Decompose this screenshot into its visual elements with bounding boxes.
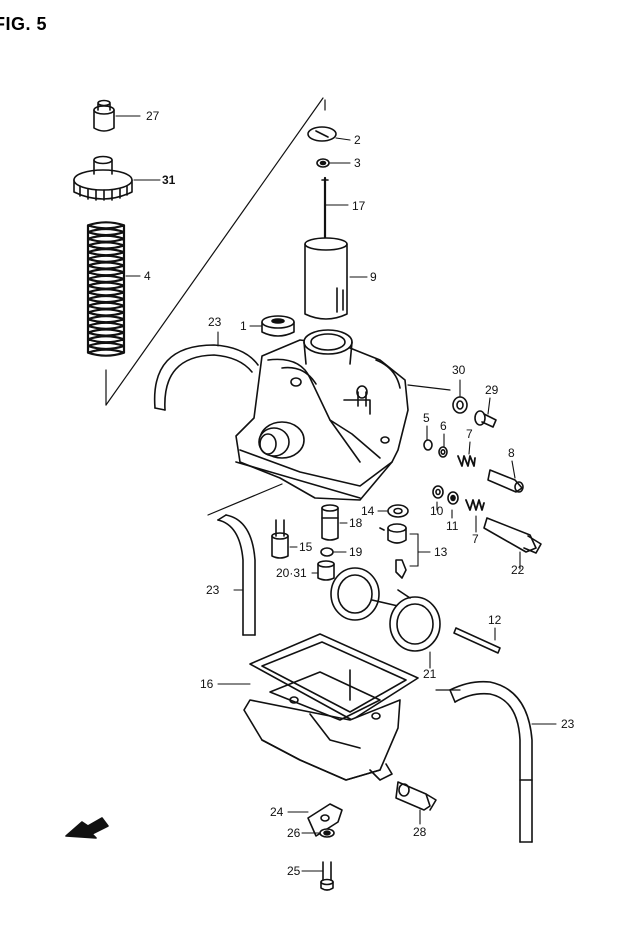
callout-26: 26 <box>287 826 301 840</box>
callout-23-middle: 23 <box>206 583 220 597</box>
callout-2: 2 <box>354 133 361 147</box>
part-22-screw <box>483 517 542 554</box>
part-8-screw <box>487 469 524 493</box>
part-15-jet <box>271 519 289 559</box>
callout-9: 9 <box>370 270 377 284</box>
part-10-oring <box>432 485 444 499</box>
callout-4: 4 <box>144 269 151 283</box>
callout-20-31: 20·31 <box>276 566 307 580</box>
part-1-cap <box>261 315 295 337</box>
callout-29: 29 <box>485 383 499 397</box>
callout-3: 3 <box>354 156 361 170</box>
callout-23-upper: 23 <box>208 315 222 329</box>
part-2-clip <box>307 126 337 142</box>
carburetor-body <box>235 329 409 501</box>
part-3-ring <box>316 158 330 168</box>
part-27-cap <box>93 99 115 132</box>
part-23-middle-hose <box>217 514 256 636</box>
part-11-washer <box>447 491 459 505</box>
part-25-bolt <box>320 861 334 891</box>
part-18-jet-holder <box>321 504 339 541</box>
callout-18: 18 <box>349 516 363 530</box>
part-29-screw <box>474 410 497 428</box>
figure-title: FIG. 5 <box>0 14 48 34</box>
callout-28: 28 <box>413 825 427 839</box>
callout-1: 1 <box>240 319 247 333</box>
part-7-lower-spring <box>465 499 485 511</box>
callout-8: 8 <box>508 446 515 460</box>
part-9-throttle-valve <box>304 237 348 320</box>
callout-12: 12 <box>488 613 502 627</box>
part-17-needle <box>321 176 329 247</box>
part-6-oring <box>438 446 448 458</box>
part-5-oring <box>423 439 433 451</box>
part-14-gasket <box>387 504 409 518</box>
part-30-washer <box>452 396 468 414</box>
part-19-washer <box>320 547 334 557</box>
callout-7-lower: 7 <box>472 532 479 546</box>
callout-19: 19 <box>349 545 363 559</box>
part-21-float <box>330 567 441 652</box>
callout-30: 30 <box>452 363 466 377</box>
part-23-lower-hose <box>449 680 533 843</box>
callout-24: 24 <box>270 805 284 819</box>
front-arrow-icon <box>65 817 109 839</box>
part-20-31-main-jet <box>317 560 335 581</box>
callout-16: 16 <box>200 677 214 691</box>
assembly-guide-lines <box>105 97 461 691</box>
callout-10: 10 <box>430 504 444 518</box>
callout-leader-lines <box>115 115 557 872</box>
callout-23-lower: 23 <box>561 717 575 731</box>
part-26-washer <box>319 828 335 838</box>
part-7-upper-spring <box>457 455 476 467</box>
callout-13: 13 <box>434 545 448 559</box>
callout-21: 21 <box>423 667 437 681</box>
callout-25: 25 <box>287 864 301 878</box>
part-28-drain-screw <box>395 781 437 811</box>
float-bowl <box>243 669 401 781</box>
part-31-top-cap <box>73 155 133 201</box>
callout-11: 11 <box>446 519 459 533</box>
part-4-spring <box>86 221 126 357</box>
callout-27: 27 <box>146 109 160 123</box>
callout-6: 6 <box>440 419 447 433</box>
callout-22: 22 <box>511 563 525 577</box>
callout-15: 15 <box>299 540 313 554</box>
callout-5: 5 <box>423 411 430 425</box>
part-23-upper-hose <box>153 344 259 411</box>
callout-17: 17 <box>352 199 366 213</box>
callout-7-upper: 7 <box>466 427 473 441</box>
part-12-pin <box>453 627 501 654</box>
callout-31: 31 <box>162 173 176 187</box>
callout-14: 14 <box>361 504 375 518</box>
part-13-needle-valve <box>379 523 407 579</box>
